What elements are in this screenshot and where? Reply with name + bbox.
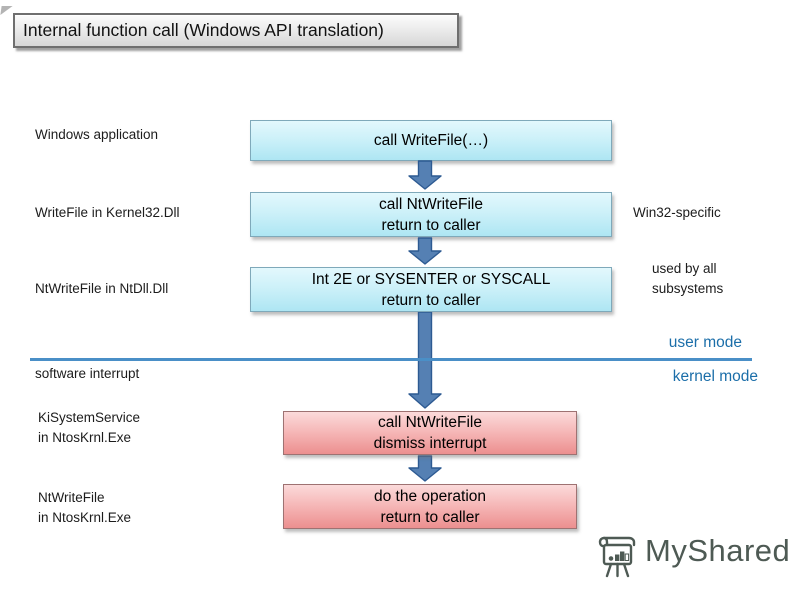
label-windows-application: Windows application <box>35 127 159 142</box>
corner-artifact <box>0 6 13 15</box>
label-software-interrupt: software interrupt <box>35 366 140 381</box>
label-ntwritefile-ntoskrnl-line2: in NtosKrnl.Exe <box>38 510 132 525</box>
label-win32-specific: Win32-specific <box>633 205 721 220</box>
myshared-brand-text: MyShared <box>645 533 791 568</box>
slide-title: Internal function call (Windows API tran… <box>23 20 384 40</box>
flow-box-call-ntwritefile-user: call NtWriteFile return to caller <box>250 192 612 237</box>
flow-box-int2e-line1: Int 2E or SYSENTER or SYSCALL <box>311 270 551 288</box>
arrow-down-icon <box>408 160 442 190</box>
flow-box-call-ntwritefile-user-line2: return to caller <box>381 216 481 234</box>
label-ntwritefile-ntdll: NtWriteFile in NtDll.Dll <box>35 281 169 296</box>
label-used-by-all: used by all subsystems <box>652 259 723 299</box>
slide-title-box: Internal function call (Windows API tran… <box>13 13 459 48</box>
flow-box-do-operation-line2: return to caller <box>380 508 480 526</box>
label-user-mode: user mode <box>668 334 742 351</box>
flow-box-int2e-line2: return to caller <box>381 291 481 309</box>
flow-box-call-ntwritefile-kernel-line2: dismiss interrupt <box>373 435 487 452</box>
easel-chart-icon <box>598 536 636 578</box>
flow-box-call-writefile-line1: call WriteFile(…) <box>373 132 489 149</box>
label-writefile-kernel32: WriteFile in Kernel32.Dll <box>35 205 180 220</box>
label-kisystemservice-line2: in NtosKrnl.Exe <box>38 430 132 445</box>
flow-box-call-ntwritefile-user-line1: call NtWriteFile <box>379 195 483 213</box>
label-ntwritefile-ntoskrnl: NtWriteFile in NtosKrnl.Exe <box>38 488 131 528</box>
user-kernel-divider-line <box>30 358 752 361</box>
arrow-down-icon <box>408 455 442 482</box>
flow-box-call-writefile: call WriteFile(…) <box>250 120 612 161</box>
label-kernel-mode: kernel mode <box>672 368 758 385</box>
label-used-by-all-line1: used by all <box>652 261 717 276</box>
label-ntwritefile-ntoskrnl-line1: NtWriteFile <box>38 490 105 505</box>
arrow-down-icon <box>408 237 442 265</box>
flow-box-do-operation-line1: do the operation <box>373 487 487 505</box>
flow-box-call-ntwritefile-kernel-line1: call NtWriteFile <box>378 414 482 431</box>
flow-box-call-ntwritefile-kernel: call NtWriteFile dismiss interrupt <box>283 411 577 455</box>
myshared-watermark: MyShared <box>595 530 790 581</box>
flow-box-do-operation: do the operation return to caller <box>283 484 577 529</box>
label-kisystemservice: KiSystemService in NtosKrnl.Exe <box>38 408 140 448</box>
label-kisystemservice-line1: KiSystemService <box>38 410 141 425</box>
flow-box-int2e-sysenter-syscall: Int 2E or SYSENTER or SYSCALL return to … <box>250 267 612 312</box>
label-used-by-all-line2: subsystems <box>652 281 724 296</box>
